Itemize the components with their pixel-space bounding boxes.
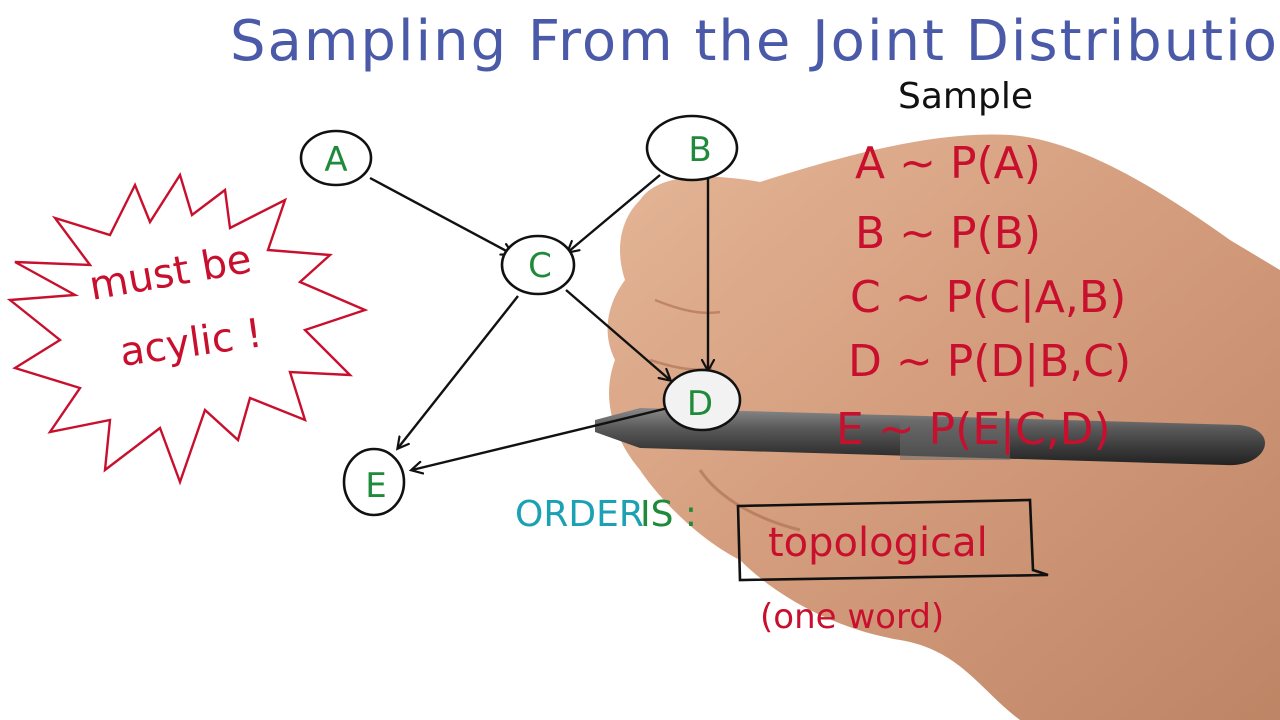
order-label-word: ORDER: [515, 494, 644, 535]
sample-panel: Sample A ~ P(A) B ~ P(B) C ~ P(C|A,B) D …: [836, 76, 1131, 455]
node-c: C: [500, 234, 576, 296]
burst-line-2: acylic !: [117, 310, 265, 375]
node-d-label: D: [687, 384, 713, 424]
sample-line-a: A ~ P(A): [855, 138, 1041, 189]
burst-line-1: must be: [86, 236, 255, 310]
graph-nodes: A B C D E: [299, 114, 742, 517]
sample-line-d: D ~ P(D|B,C): [848, 336, 1131, 387]
sample-line-c: C ~ P(C|A,B): [850, 272, 1126, 323]
graph-edges: [369, 174, 708, 470]
edge-c-d: [565, 289, 670, 380]
sample-line-e: E ~ P(E|C,D): [836, 404, 1111, 455]
node-b: B: [645, 114, 739, 182]
answer-box: [736, 498, 1049, 582]
burst-note: must be acylic !: [6, 172, 369, 486]
edge-d-e: [412, 406, 669, 470]
edge-b-c: [568, 174, 661, 252]
answer-text: topological: [768, 520, 988, 566]
node-e-label: E: [365, 466, 386, 506]
burst-outline: [6, 172, 369, 486]
node-a: A: [299, 129, 373, 187]
pen-photo: [595, 408, 1266, 466]
node-e: E: [342, 447, 406, 517]
sample-heading: Sample: [898, 76, 1033, 117]
page-title: Sampling From the Joint Distribution: [230, 9, 1280, 74]
sample-line-b: B ~ P(B): [855, 208, 1041, 259]
answer-hint: (one word): [760, 597, 944, 637]
node-c-label: C: [528, 246, 552, 286]
node-a-label: A: [324, 140, 347, 180]
order-question: ORDER IS : topological (one word): [515, 494, 1049, 637]
node-b-label: B: [688, 130, 711, 170]
node-d: D: [662, 368, 742, 432]
edge-a-c: [369, 176, 512, 254]
order-label-is: IS :: [640, 494, 697, 535]
edge-c-e: [398, 295, 519, 448]
